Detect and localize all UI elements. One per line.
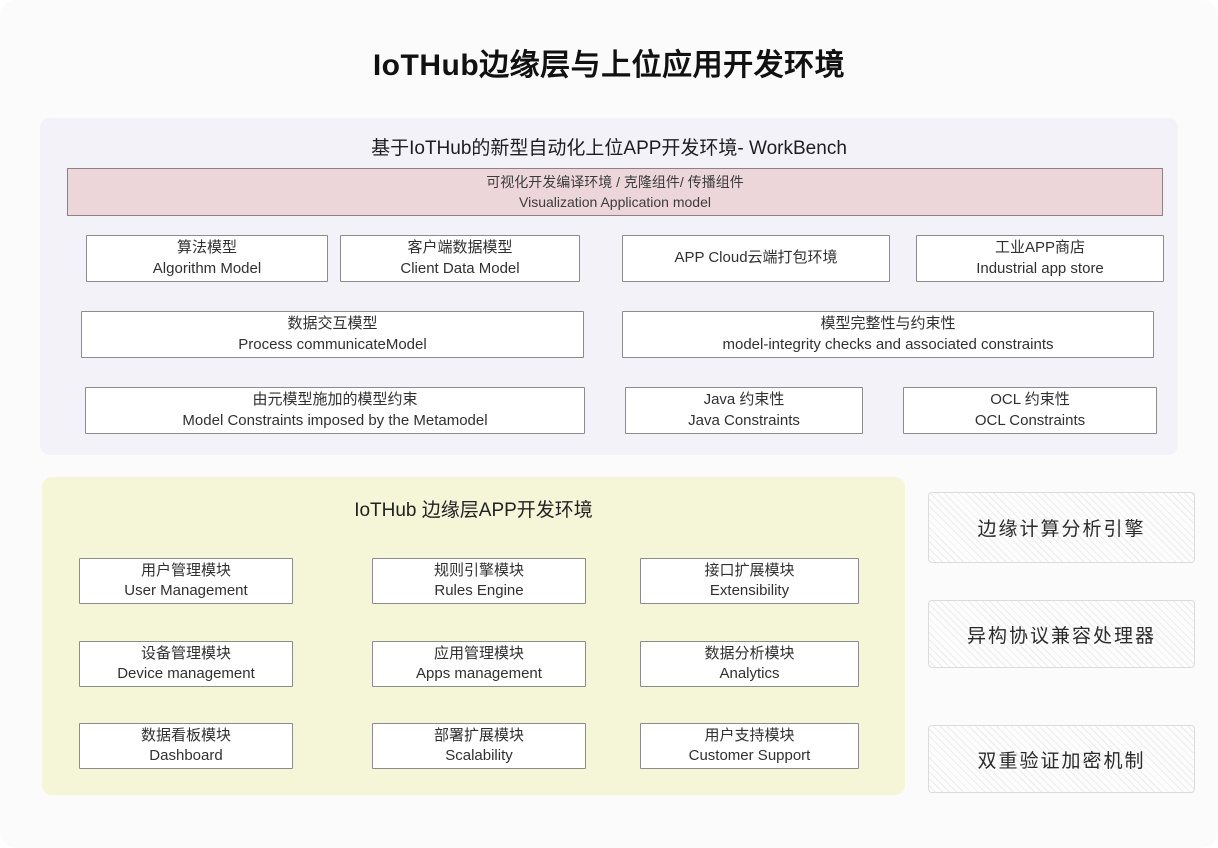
node-label-en: Model Constraints imposed by the Metamod… xyxy=(182,411,488,429)
module-user-management: 用户管理模块 User Management xyxy=(79,558,293,604)
node-label-zh: 算法模型 xyxy=(176,239,237,257)
module-scalability: 部署扩展模块 Scalability xyxy=(372,723,586,769)
node-label-zh: Java 约束性 xyxy=(703,391,785,409)
side-box-dual-auth-encryption: 双重验证加密机制 xyxy=(928,725,1195,793)
module-label-en: Device management xyxy=(117,665,255,682)
side-box-edge-compute-engine: 边缘计算分析引擎 xyxy=(928,492,1195,563)
node-label-en: OCL Constraints xyxy=(974,411,1086,429)
node-label-en: Java Constraints xyxy=(688,411,800,429)
module-label-en: Scalability xyxy=(445,747,513,764)
node-label-en: Algorithm Model xyxy=(152,259,262,277)
module-label-zh: 接口扩展模块 xyxy=(704,561,795,579)
node-label-zh: 模型完整性与约束性 xyxy=(820,315,956,333)
module-label-zh: 用户管理模块 xyxy=(140,561,231,579)
module-label-zh: 数据分析模块 xyxy=(704,644,795,662)
side-box-protocol-compat-processor: 异构协议兼容处理器 xyxy=(928,600,1195,668)
page-title: IoTHub边缘层与上位应用开发环境 xyxy=(372,49,846,82)
node-app-cloud-packaging: APP Cloud云端打包环境 xyxy=(622,235,890,282)
edge-panel: IoTHub 边缘层APP开发环境 用户管理模块 User Management… xyxy=(42,477,905,795)
module-label-zh: 规则引擎模块 xyxy=(433,561,524,579)
module-label-en: Dashboard xyxy=(149,747,223,764)
module-rules-engine: 规则引擎模块 Rules Engine xyxy=(372,558,586,604)
node-java-constraints: Java 约束性 Java Constraints xyxy=(625,387,863,434)
node-label-en: model-integrity checks and associated co… xyxy=(722,335,1054,353)
node-label-en: Client Data Model xyxy=(400,259,520,277)
node-industrial-app-store: 工业APP商店 Industrial app store xyxy=(916,235,1164,282)
side-box-label: 异构协议兼容处理器 xyxy=(966,625,1156,647)
node-process-communicate-model: 数据交互模型 Process communicateModel xyxy=(81,311,584,358)
module-label-en: User Management xyxy=(124,582,248,599)
edge-title: IoTHub 边缘层APP开发环境 xyxy=(354,500,593,521)
module-label-zh: 数据看板模块 xyxy=(140,726,231,744)
node-client-data-model: 客户端数据模型 Client Data Model xyxy=(340,235,580,282)
node-label-en: Process communicateModel xyxy=(238,335,427,353)
module-customer-support: 用户支持模块 Customer Support xyxy=(640,723,859,769)
module-label-zh: 应用管理模块 xyxy=(433,644,524,662)
node-label-zh: APP Cloud云端打包环境 xyxy=(674,249,838,267)
workbench-panel: 基于IoTHub的新型自动化上位APP开发环境- WorkBench 可视化开发… xyxy=(40,118,1178,455)
banner-line-en: Visualization Application model xyxy=(519,194,711,210)
module-label-zh: 部署扩展模块 xyxy=(433,726,524,744)
module-label-en: Rules Engine xyxy=(434,582,524,599)
visualization-banner: 可视化开发编译环境 / 克隆组件/ 传播组件 Visualization App… xyxy=(67,168,1163,216)
module-label-en: Extensibility xyxy=(709,582,790,599)
node-metamodel-constraints: 由元模型施加的模型约束 Model Constraints imposed by… xyxy=(85,387,585,434)
node-label-zh: 由元模型施加的模型约束 xyxy=(252,391,418,409)
node-label-zh: 数据交互模型 xyxy=(287,315,378,333)
module-label-zh: 用户支持模块 xyxy=(704,726,795,744)
module-label-zh: 设备管理模块 xyxy=(140,644,231,662)
module-label-en: Customer Support xyxy=(688,747,811,764)
module-label-en: Analytics xyxy=(719,665,780,682)
module-label-en: Apps management xyxy=(416,665,542,682)
workbench-title: 基于IoTHub的新型自动化上位APP开发环境- WorkBench xyxy=(371,138,847,159)
node-algorithm-model: 算法模型 Algorithm Model xyxy=(86,235,328,282)
module-apps-management: 应用管理模块 Apps management xyxy=(372,641,586,687)
node-label-zh: 工业APP商店 xyxy=(994,239,1085,257)
module-dashboard: 数据看板模块 Dashboard xyxy=(79,723,293,769)
node-label-en: Industrial app store xyxy=(976,259,1104,277)
node-model-integrity-checks: 模型完整性与约束性 model-integrity checks and ass… xyxy=(622,311,1154,358)
node-label-zh: OCL 约束性 xyxy=(990,391,1070,409)
node-ocl-constraints: OCL 约束性 OCL Constraints xyxy=(903,387,1157,434)
side-box-label: 边缘计算分析引擎 xyxy=(977,519,1146,540)
module-analytics: 数据分析模块 Analytics xyxy=(640,641,859,687)
side-box-label: 双重验证加密机制 xyxy=(977,750,1146,772)
node-label-zh: 客户端数据模型 xyxy=(407,239,513,257)
module-extensibility: 接口扩展模块 Extensibility xyxy=(640,558,859,604)
banner-line-zh: 可视化开发编译环境 / 克隆组件/ 传播组件 xyxy=(486,173,744,190)
module-device-management: 设备管理模块 Device management xyxy=(79,641,293,687)
